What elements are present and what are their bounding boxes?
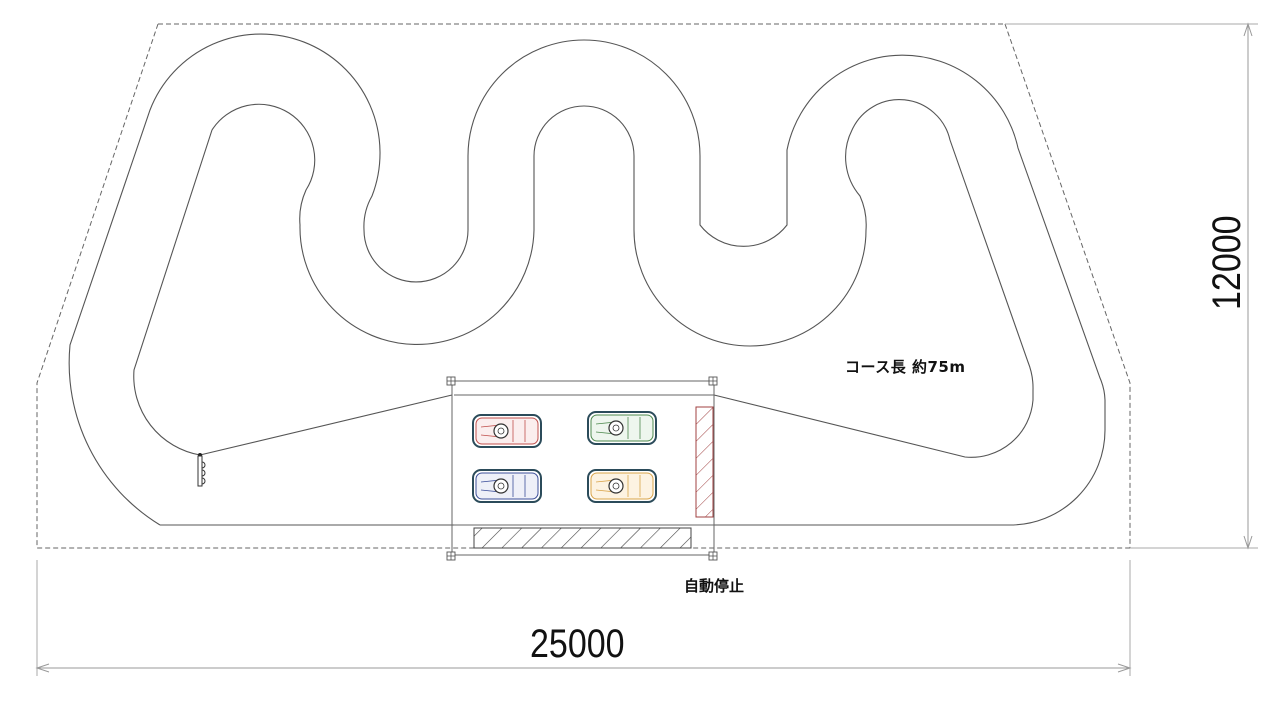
- course-length-label: コース長 約75m: [845, 358, 966, 376]
- track-inner-edge: [133, 99, 1034, 458]
- corner-marker-icon: [708, 376, 718, 386]
- kart-orange: [587, 469, 657, 503]
- corner-marker-icon: [446, 376, 456, 386]
- track-outer-edge: [68, 33, 1106, 526]
- corner-marker-icon: [708, 551, 718, 561]
- kart-blue: [472, 469, 542, 503]
- pit-area: [446, 376, 718, 561]
- auto-stop-zone-bottom: [473, 527, 692, 549]
- height-dimension-label: 12000: [1205, 215, 1249, 310]
- height-dimension-line: [1005, 22, 1258, 550]
- auto-stop-zone-right: [695, 406, 714, 518]
- kart-green: [587, 411, 657, 445]
- width-dimension-label: 25000: [530, 622, 625, 666]
- corner-marker-icon: [446, 551, 456, 561]
- signal-light-icon: [197, 453, 206, 487]
- kart-red: [472, 414, 542, 448]
- width-dimension-line: [35, 560, 1132, 676]
- auto-stop-label: 自動停止: [684, 577, 745, 595]
